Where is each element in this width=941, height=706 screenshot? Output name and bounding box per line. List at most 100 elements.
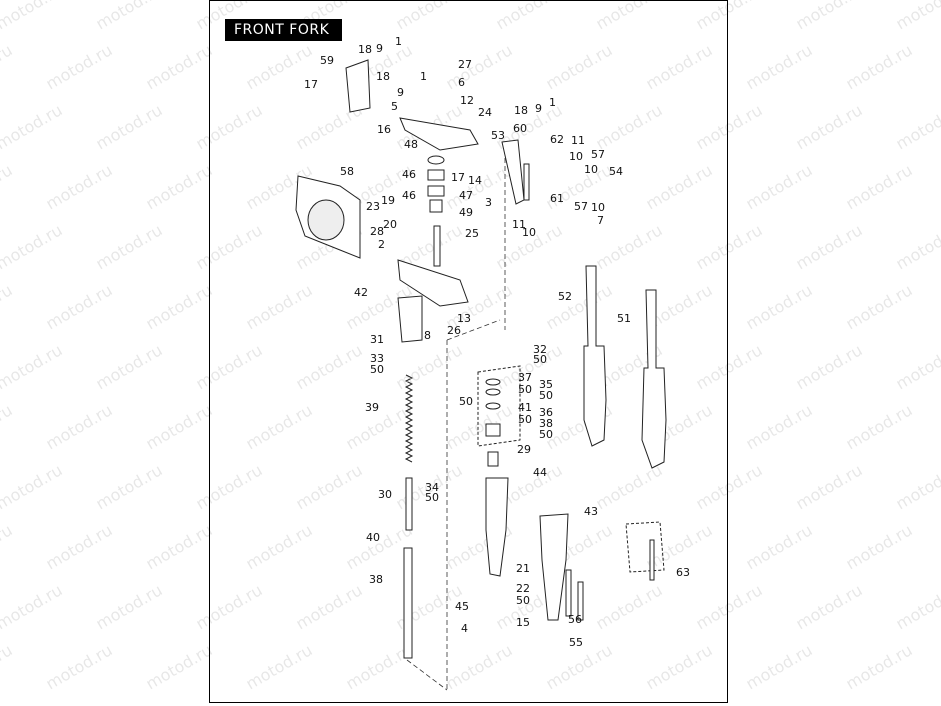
part-callout: 57 [574, 200, 588, 213]
watermark-text: motod.ru [43, 520, 116, 573]
lower-clamp [397, 259, 469, 307]
watermark-text: motod.ru [743, 160, 816, 213]
watermark-text: motod.ru [493, 0, 566, 33]
watermark-text: motod.ru [0, 220, 66, 273]
watermark-text: motod.ru [793, 220, 866, 273]
watermark-text: motod.ru [143, 280, 216, 333]
watermark-text: motod.ru [643, 640, 716, 693]
part-callout: 10 [584, 163, 598, 176]
watermark-text: motod.ru [843, 400, 916, 453]
part-callout: 4 [461, 622, 468, 635]
watermark-text: motod.ru [693, 220, 766, 273]
watermark-text: motod.ru [0, 100, 66, 153]
part-callout: 48 [404, 138, 418, 151]
damper-rod-30 [405, 477, 413, 531]
part-callout: 50 [518, 383, 532, 396]
watermark-text: motod.ru [793, 100, 866, 153]
watermark-text: motod.ru [693, 460, 766, 513]
part-callout: 30 [378, 488, 392, 501]
part-callout: 50 [533, 353, 547, 366]
part-callout: 58 [340, 165, 354, 178]
part-callout: 5 [391, 100, 398, 113]
fork-assembly-52 [583, 265, 607, 447]
watermark-text: motod.ru [693, 340, 766, 393]
fork-slider-44 [485, 477, 509, 577]
part-callout: 44 [533, 466, 547, 479]
watermark-text: motod.ru [593, 460, 666, 513]
watermark-text: motod.ru [543, 280, 616, 333]
watermark-text: motod.ru [743, 40, 816, 93]
part-callout: 34 [425, 481, 439, 494]
watermark-text: motod.ru [543, 40, 616, 93]
part-callout: 33 [370, 352, 384, 365]
watermark-text: motod.ru [743, 520, 816, 573]
steering-stem-25 [433, 225, 441, 267]
watermark-text: motod.ru [93, 0, 166, 33]
part-callout: 29 [517, 443, 531, 456]
part-callout: 21 [516, 562, 530, 575]
part-callout: 26 [447, 324, 461, 337]
watermark-text: motod.ru [43, 640, 116, 693]
watermark-text: motod.ru [893, 220, 941, 273]
part-callout: 19 [381, 194, 395, 207]
fork-tube-38 [403, 547, 413, 659]
watermark-text: motod.ru [843, 40, 916, 93]
part-callout: 15 [516, 616, 530, 629]
bracket-59 [345, 59, 371, 113]
watermark-text: motod.ru [193, 340, 266, 393]
part-callout: 9 [535, 102, 542, 115]
part-callout: 14 [468, 174, 482, 187]
part-callout: 41 [518, 401, 532, 414]
diagram-sheet [209, 0, 728, 703]
watermark-text: motod.ru [143, 520, 216, 573]
watermark-text: motod.ru [293, 340, 366, 393]
watermark-text: motod.ru [893, 100, 941, 153]
part-callout: 57 [591, 148, 605, 161]
watermark-text: motod.ru [0, 340, 66, 393]
watermark-text: motod.ru [93, 340, 166, 393]
part-callout: 47 [459, 189, 473, 202]
watermark-text: motod.ru [0, 520, 16, 573]
watermark-text: motod.ru [843, 160, 916, 213]
part-callout: 1 [549, 96, 556, 109]
watermark-text: motod.ru [293, 580, 366, 633]
part-callout: 1 [395, 35, 402, 48]
part-callout: 50 [370, 363, 384, 376]
watermark-text: motod.ru [693, 0, 766, 33]
part-callout: 54 [609, 165, 623, 178]
watermark-text: motod.ru [0, 580, 66, 633]
watermark-text: motod.ru [893, 580, 941, 633]
part-callout: 6 [458, 76, 465, 89]
watermark-text: motod.ru [393, 340, 466, 393]
part-callout: 7 [597, 214, 604, 227]
watermark-text: motod.ru [143, 640, 216, 693]
part-callout: 39 [365, 401, 379, 414]
part-callout: 60 [513, 122, 527, 135]
part-callout: 28 [370, 225, 384, 238]
part-callout: 45 [455, 600, 469, 613]
part-callout: 55 [569, 636, 583, 649]
part-callout: 46 [402, 189, 416, 202]
part-callout: 56 [568, 613, 582, 626]
part-callout: 40 [366, 531, 380, 544]
watermark-text: motod.ru [893, 460, 941, 513]
watermark-text: motod.ru [143, 400, 216, 453]
part-callout: 38 [369, 573, 383, 586]
watermark-text: motod.ru [593, 0, 666, 33]
watermark-text: motod.ru [693, 100, 766, 153]
part-callout: 50 [539, 389, 553, 402]
watermark-text: motod.ru [93, 460, 166, 513]
part-callout: 53 [491, 129, 505, 142]
watermark-text: motod.ru [0, 400, 16, 453]
watermark-text: motod.ru [643, 40, 716, 93]
watermark-text: motod.ru [243, 640, 316, 693]
part-callout: 63 [676, 566, 690, 579]
part-callout: 3 [485, 196, 492, 209]
watermark-text: motod.ru [343, 400, 416, 453]
watermark-text: motod.ru [193, 0, 266, 33]
watermark-text: motod.ru [743, 640, 816, 693]
part-callout: 11 [571, 134, 585, 147]
watermark-text: motod.ru [293, 460, 366, 513]
